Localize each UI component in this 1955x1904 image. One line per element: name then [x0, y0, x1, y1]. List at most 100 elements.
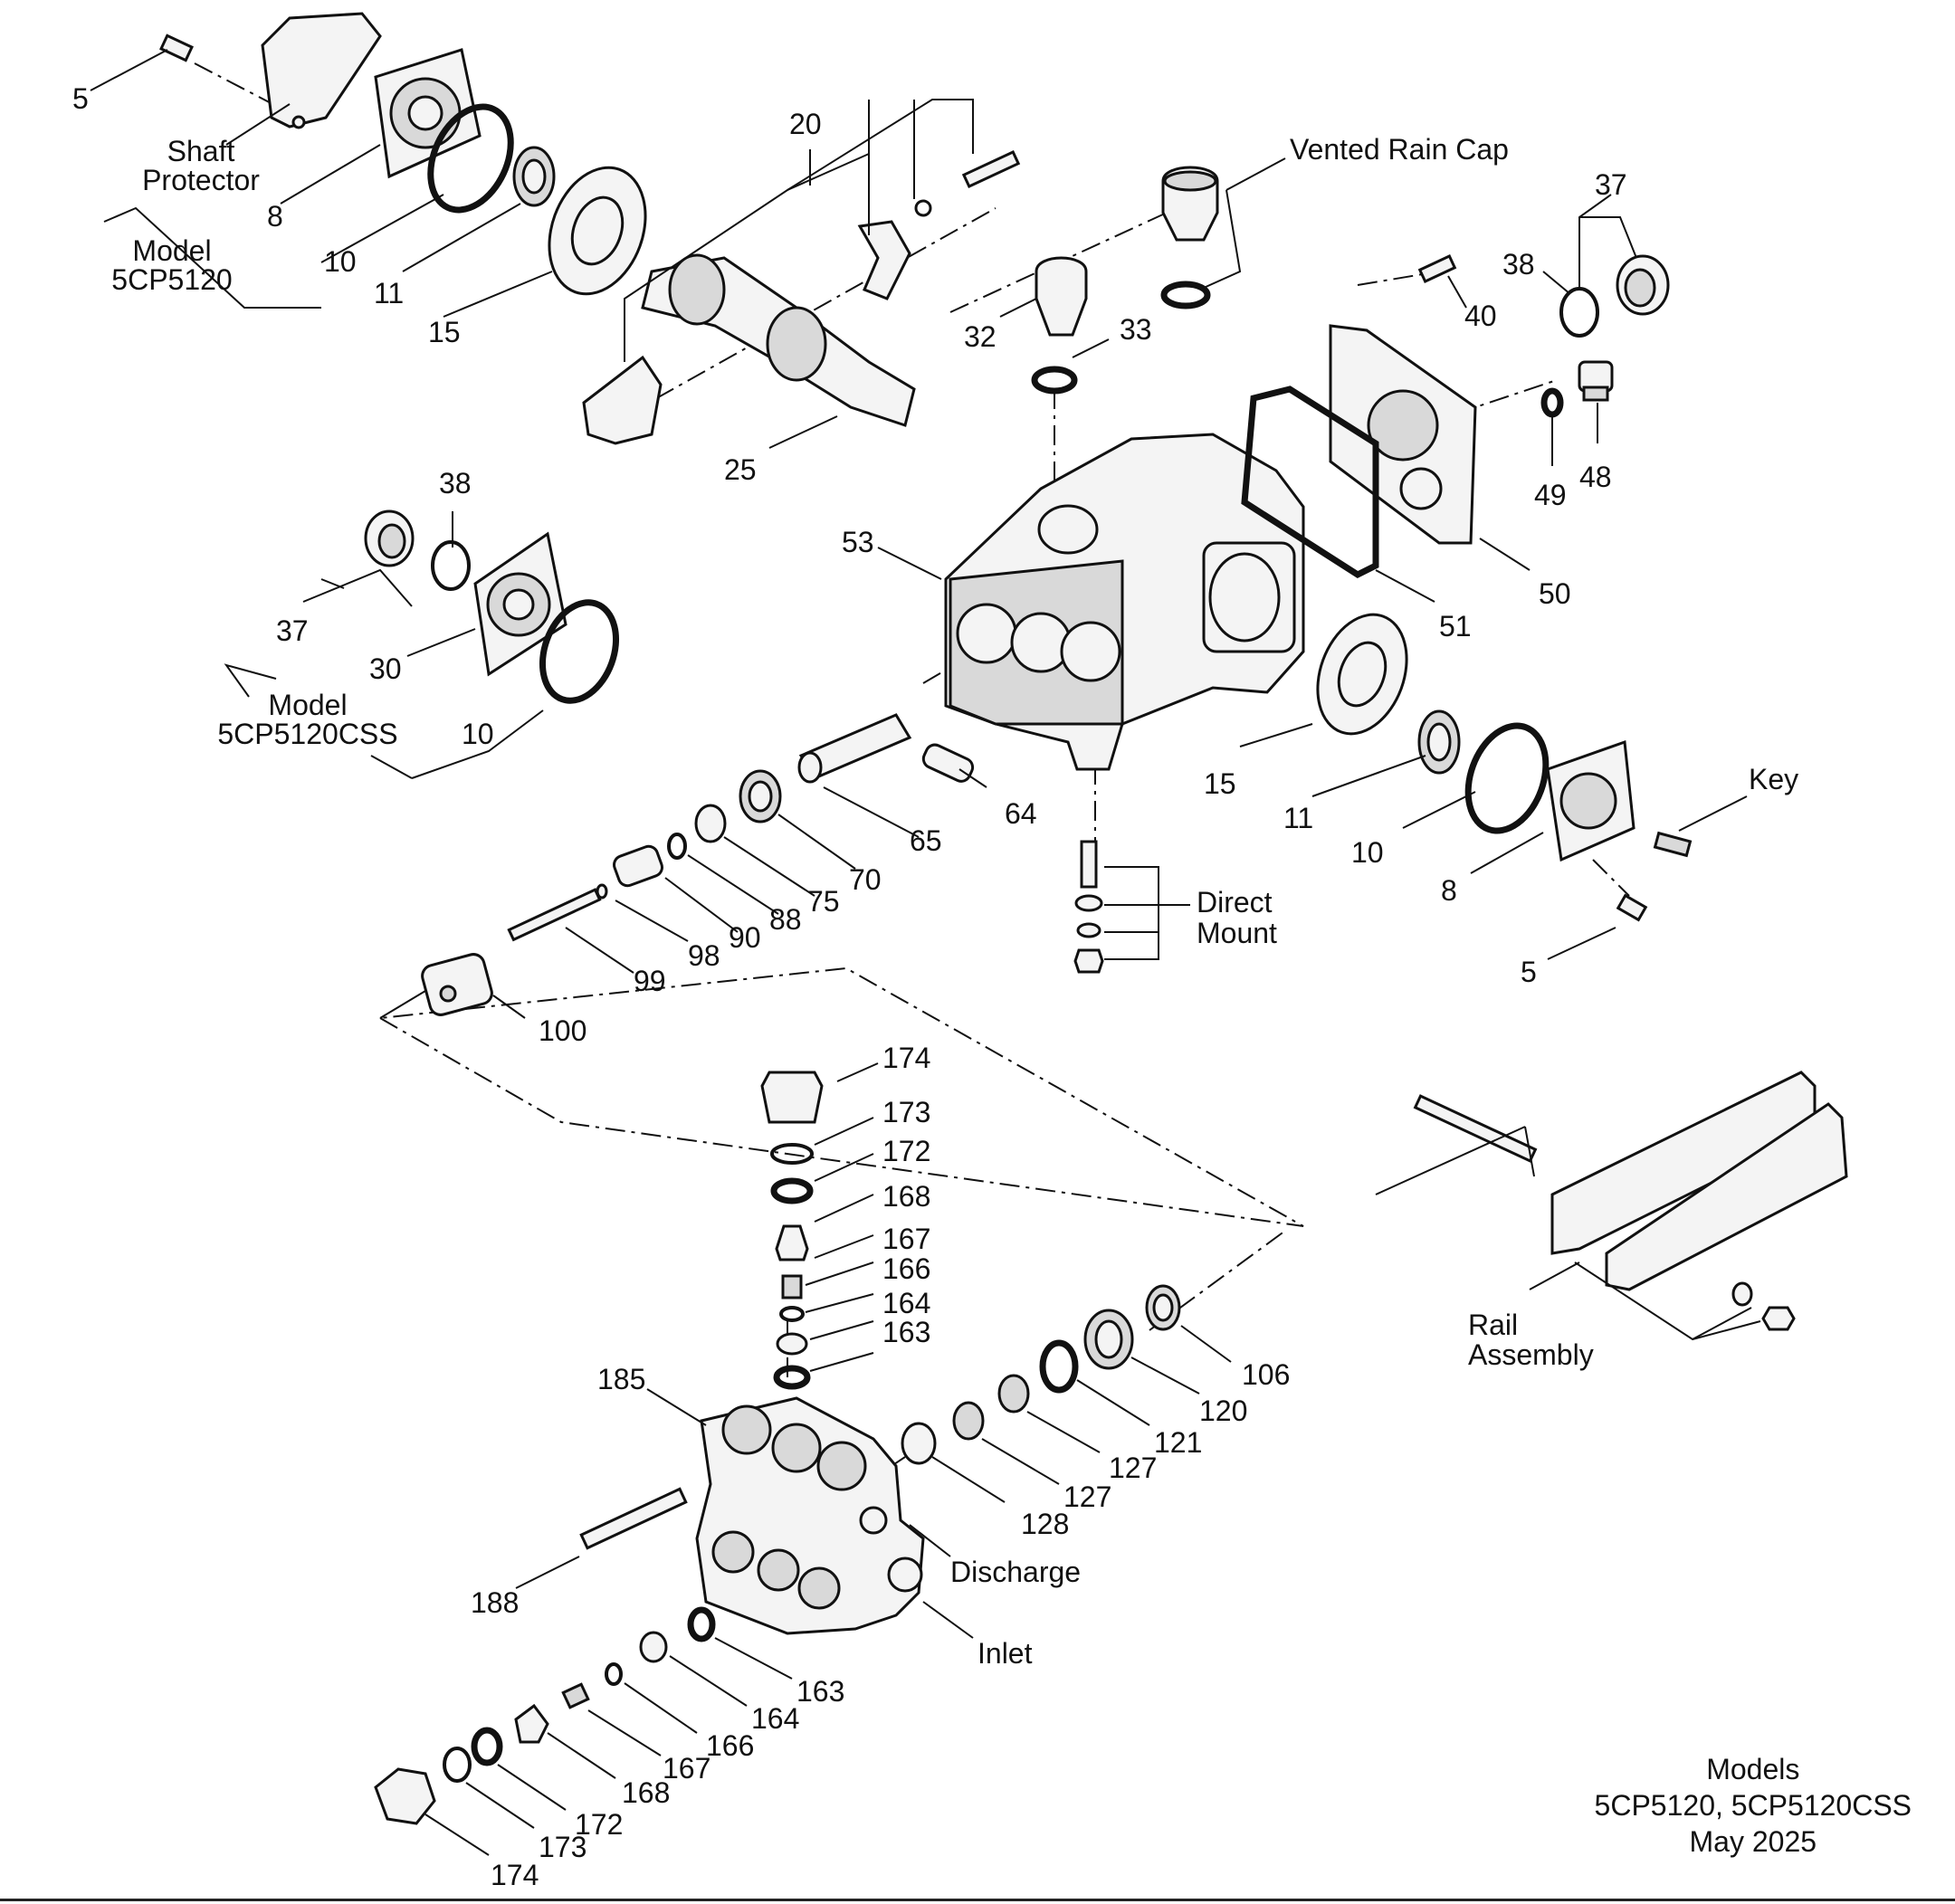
- callout-167b: 167: [663, 1752, 710, 1785]
- callout-106: 106: [1242, 1358, 1290, 1391]
- ring-127a: [952, 1401, 985, 1441]
- bottom-rule: [0, 1899, 1955, 1901]
- rail-assembly: [1413, 1071, 1848, 1331]
- callout-168b: 168: [622, 1776, 670, 1809]
- oring-163-bottom: [687, 1606, 716, 1642]
- callout-166a: 166: [882, 1252, 930, 1285]
- valve-cage-168-top: [775, 1224, 809, 1261]
- callout-172a: 172: [882, 1135, 930, 1167]
- callout-10a: 10: [324, 245, 357, 278]
- callout-30: 30: [369, 652, 402, 685]
- plug-174-bottom: [374, 1767, 436, 1825]
- label-rail-assembly-1: Rail: [1468, 1309, 1518, 1341]
- valve-166-top: [779, 1306, 805, 1322]
- washer-75: [694, 804, 727, 843]
- oring-33: [1031, 366, 1078, 395]
- callout-11b: 11: [1283, 802, 1313, 834]
- callout-49: 49: [1534, 479, 1567, 511]
- callout-128: 128: [1021, 1508, 1069, 1540]
- pin-64: [921, 743, 975, 783]
- oring-49: [1540, 387, 1564, 418]
- oring-10-left: [539, 599, 620, 704]
- oring-172-bottom: [471, 1727, 503, 1766]
- callout-75: 75: [807, 885, 840, 918]
- callout-166b: 166: [706, 1729, 754, 1762]
- label-shaft-protector-1: Shaft: [167, 135, 235, 167]
- manifold-185: [695, 1396, 925, 1635]
- label-key: Key: [1749, 763, 1798, 795]
- callout-37b: 37: [276, 614, 309, 647]
- callout-11a: 11: [374, 277, 404, 309]
- callout-164b: 164: [751, 1702, 799, 1735]
- callout-33: 33: [1120, 313, 1152, 346]
- screw-5-top: [159, 33, 194, 62]
- label-model-b-1: Model: [268, 689, 347, 721]
- label-discharge: Discharge: [950, 1556, 1081, 1588]
- bolt-188: [579, 1487, 688, 1550]
- callout-90: 90: [729, 921, 761, 954]
- label-model-a-1: Model: [132, 234, 211, 267]
- label-vented-rain-cap: Vented Rain Cap: [1290, 133, 1509, 166]
- label-direct-mount-2: Mount: [1197, 917, 1277, 949]
- label-direct-mount-1: Direct: [1197, 886, 1273, 919]
- plug-37-left: [364, 509, 415, 567]
- label-rail-assembly-2: Assembly: [1468, 1338, 1594, 1371]
- seal-70: [739, 769, 782, 823]
- ring-127b: [997, 1374, 1030, 1414]
- callout-48: 48: [1579, 461, 1612, 493]
- callout-100: 100: [539, 1014, 586, 1047]
- oring-173-bottom: [443, 1747, 472, 1783]
- callout-15a: 15: [428, 316, 461, 348]
- screw-5-right: [1616, 893, 1648, 922]
- oring-172-top: [770, 1177, 814, 1204]
- footer-line-model-numbers: 5CP5120, 5CP5120CSS: [1594, 1789, 1912, 1822]
- callout-25: 25: [724, 453, 757, 486]
- valve-cage-168-bottom: [514, 1703, 549, 1744]
- callout-37a: 37: [1595, 168, 1627, 201]
- bearing-15-right: [1316, 613, 1408, 736]
- callout-98: 98: [688, 939, 720, 972]
- callout-20: 20: [789, 108, 822, 140]
- gasket-38-left: [431, 540, 471, 591]
- seat-164-top: [776, 1332, 808, 1356]
- screw-40: [1417, 254, 1457, 283]
- callout-173b: 173: [539, 1831, 586, 1863]
- direct-mount-hardware: [1073, 840, 1104, 974]
- callout-168a: 168: [882, 1180, 930, 1213]
- washer-20: [914, 199, 932, 217]
- callout-173a: 173: [882, 1096, 930, 1128]
- spring-167-top: [781, 1274, 803, 1299]
- plug-37-right: [1616, 254, 1670, 316]
- plug-174-top: [760, 1071, 824, 1124]
- seat-164-bottom: [639, 1631, 668, 1663]
- footer-line-date: May 2025: [1689, 1825, 1817, 1858]
- callout-15b: 15: [1204, 767, 1236, 800]
- callout-188: 188: [471, 1586, 519, 1619]
- callout-10c: 10: [1351, 836, 1384, 869]
- callout-5b: 5: [1521, 956, 1537, 988]
- bearing-15-top: [548, 166, 647, 296]
- callout-65: 65: [910, 824, 942, 857]
- connecting-rod: [582, 355, 663, 445]
- callout-167a: 167: [882, 1223, 930, 1255]
- bearing-cover-8-right: [1546, 739, 1636, 862]
- vented-rain-cap: [1161, 166, 1219, 242]
- callout-32: 32: [964, 320, 997, 353]
- bearing-cover-30: [473, 531, 567, 677]
- label-model-b-2: 5CP5120CSS: [217, 718, 397, 750]
- ring-128: [901, 1422, 937, 1465]
- oring-121: [1039, 1339, 1079, 1394]
- callout-10b: 10: [462, 718, 494, 750]
- bolt-99: [507, 888, 602, 942]
- callout-172b: 172: [575, 1808, 623, 1841]
- oring-173-top: [770, 1143, 814, 1165]
- callout-40: 40: [1464, 300, 1497, 332]
- callout-38a: 38: [1502, 248, 1535, 281]
- callout-163b: 163: [796, 1675, 844, 1708]
- sleeve-90: [613, 844, 663, 888]
- callout-174b: 174: [491, 1859, 539, 1891]
- callout-5a: 5: [72, 82, 89, 115]
- oil-seal-11-top: [512, 146, 556, 207]
- label-shaft-protector-2: Protector: [142, 164, 260, 196]
